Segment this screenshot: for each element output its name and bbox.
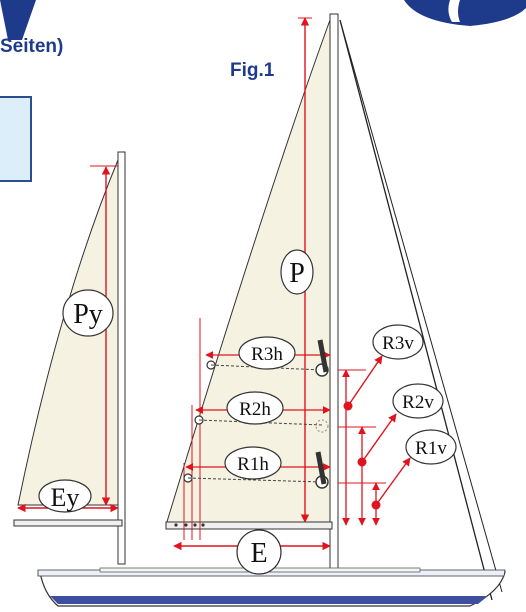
label-r2h-bubble <box>226 391 284 425</box>
label-ey-bubble <box>38 479 92 513</box>
label-p-bubble <box>280 249 314 295</box>
forestay <box>339 19 493 601</box>
label-e-bubble <box>236 529 282 575</box>
label-r1v: R1v <box>415 438 447 459</box>
mizzen-boom <box>13 519 123 527</box>
label-r3v-bubble <box>372 324 424 360</box>
hull-stripe <box>50 596 488 604</box>
mizzen-sail <box>17 159 119 506</box>
label-r3h: R3h <box>251 344 283 365</box>
mizzen-mast <box>117 151 126 565</box>
logo-mark <box>0 0 36 40</box>
label-e: E <box>250 538 267 569</box>
label-r2h: R2h <box>239 399 271 420</box>
label-py: Py <box>73 299 103 330</box>
main-boom <box>165 521 333 530</box>
label-r3h-bubble <box>238 336 296 370</box>
title-fragment: Seiten) <box>0 36 64 57</box>
label-r1h: R1h <box>237 454 269 475</box>
info-box <box>0 96 32 182</box>
label-r1h-bubble <box>224 446 282 480</box>
label-r3v: R3v <box>382 333 414 354</box>
label-r1v-bubble <box>405 429 457 465</box>
main-mast <box>329 13 339 571</box>
label-r2v: R2v <box>402 392 434 413</box>
mainsail <box>165 19 331 526</box>
label-py-bubble <box>62 289 114 337</box>
figure-label: Fig.1 <box>230 60 275 81</box>
label-r2v-bubble <box>392 383 444 419</box>
label-p: P <box>289 258 305 289</box>
logo-emblem <box>404 0 526 26</box>
label-ey: Ey <box>51 483 80 512</box>
